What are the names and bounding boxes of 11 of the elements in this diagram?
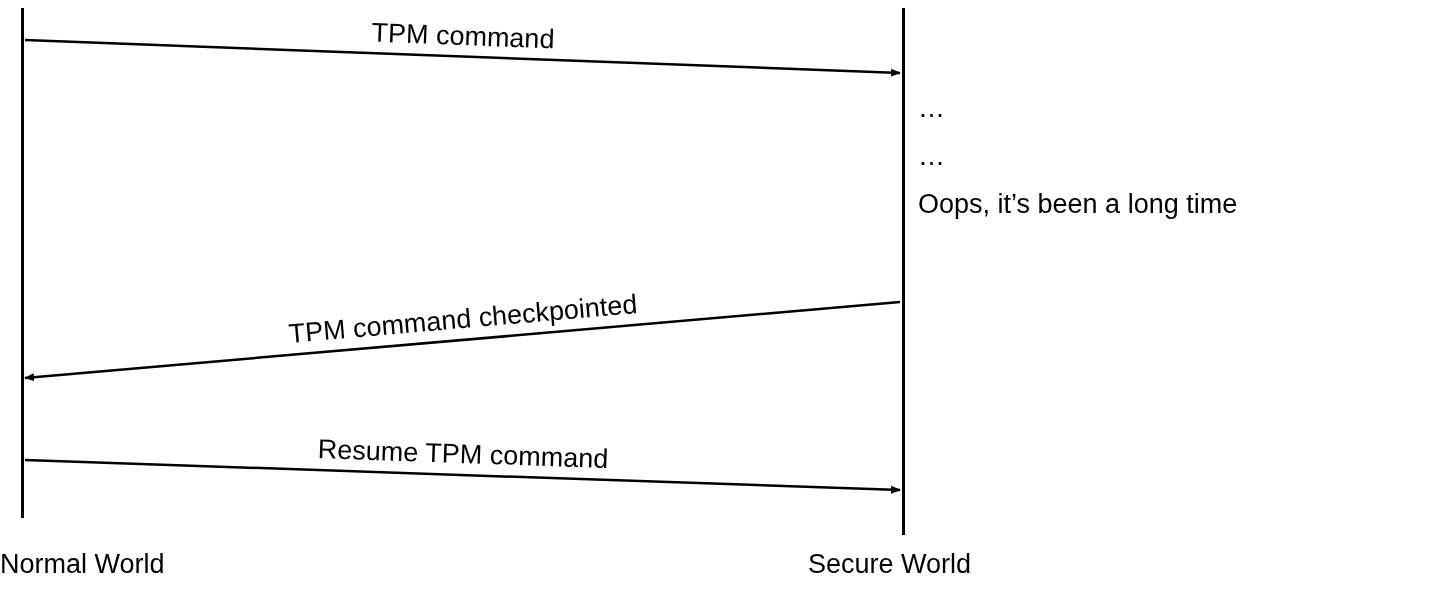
note-text: …: [918, 140, 945, 173]
lifeline-label: Normal World: [0, 548, 165, 581]
note-text: …: [918, 92, 945, 125]
lifeline-label: Secure World: [808, 548, 972, 581]
arrow: [24, 458, 901, 494]
edge-label: Resume TPM command: [316, 436, 609, 473]
arrow: [24, 300, 901, 382]
edge-label: TPM command: [370, 19, 555, 53]
edge-label: TPM command checkpointed: [287, 291, 638, 348]
note-text: Oops, it’s been a long time: [918, 188, 1238, 221]
arrow: [24, 38, 901, 77]
